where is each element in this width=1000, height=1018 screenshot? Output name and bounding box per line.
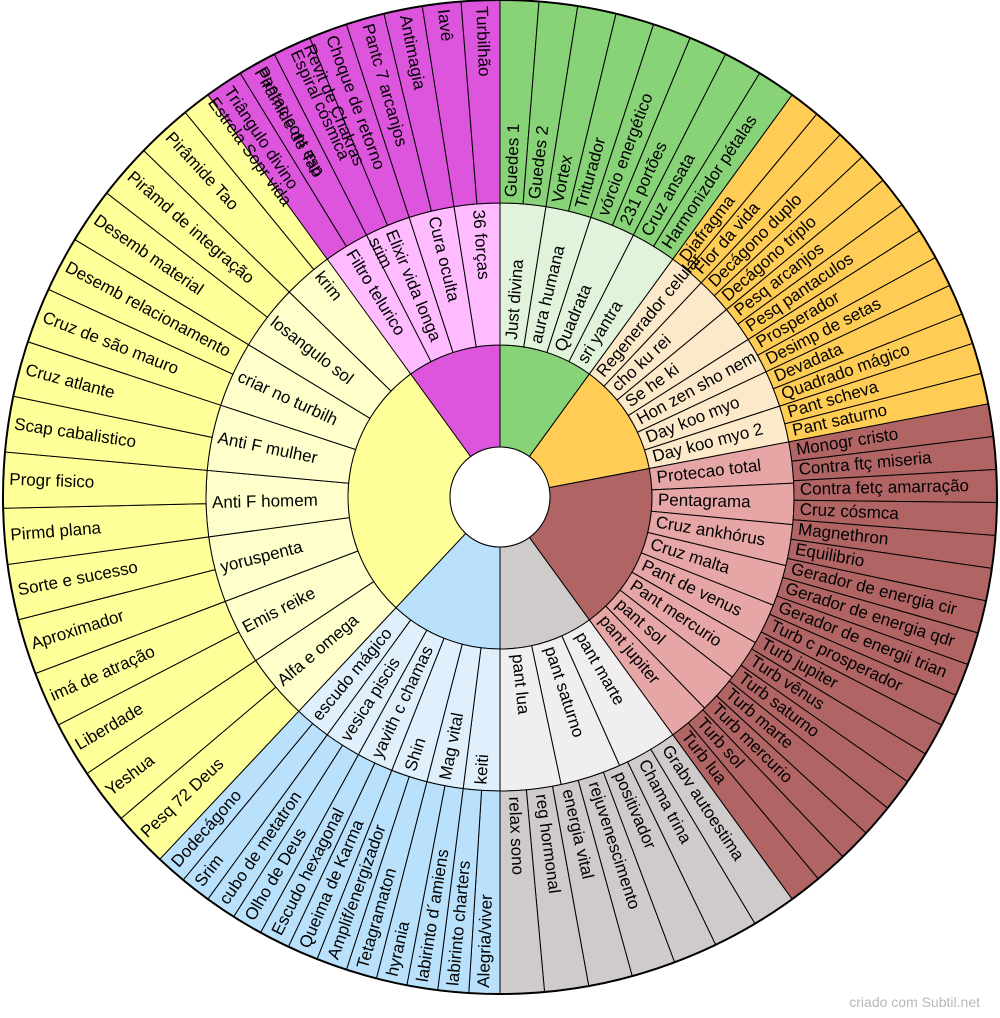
outer-label: relax sono bbox=[505, 796, 527, 875]
outer-label: Iavê bbox=[434, 8, 457, 42]
middle-label: Pentagrama bbox=[658, 490, 752, 511]
middle-label: Anti F homem bbox=[212, 491, 318, 512]
outer-rim bbox=[2, 0, 998, 995]
outer-label: Cruz cósmca bbox=[799, 500, 899, 523]
center-circle bbox=[449, 446, 551, 548]
outer-label: Contra fetç amarração bbox=[800, 476, 970, 499]
outer-label: Alegria/viver bbox=[474, 894, 496, 988]
outer-label: Turbilhão bbox=[472, 6, 494, 77]
inner-ring-sectors bbox=[347, 344, 653, 650]
middle-label: keiti bbox=[471, 754, 492, 785]
outer-ring-segments bbox=[2, 0, 998, 995]
outer-label: Progr fisico bbox=[9, 470, 95, 492]
outer-label: Guedes 1 bbox=[501, 123, 523, 197]
middle-ring-segments bbox=[205, 202, 795, 792]
credit-text: criado com Subtil.net bbox=[849, 994, 980, 1010]
